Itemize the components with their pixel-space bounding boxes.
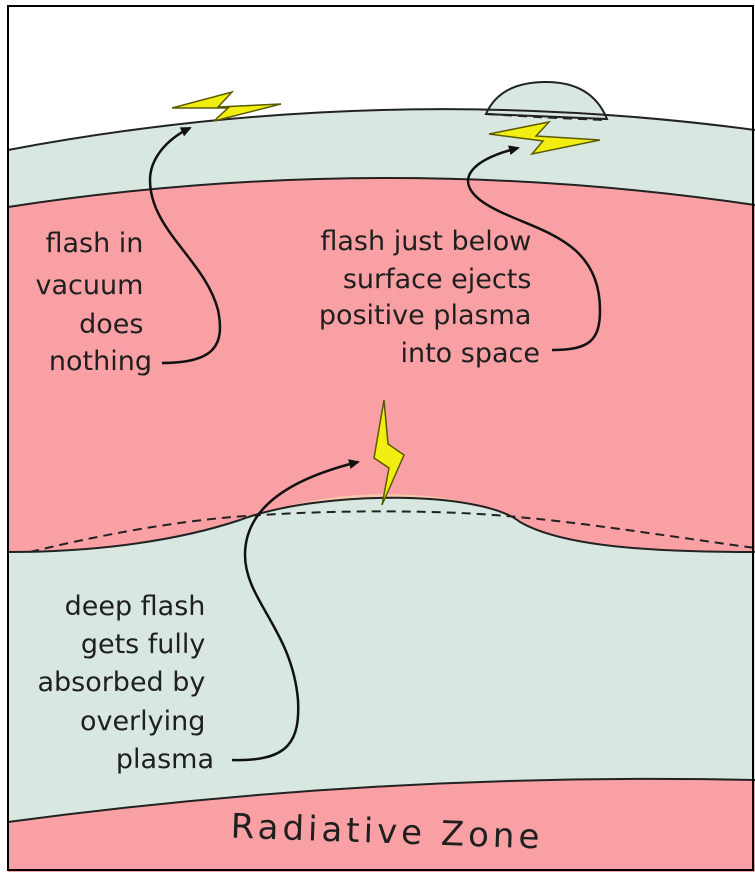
surface-line-1: flash just below <box>320 226 531 257</box>
deep-line-3: absorbed by <box>37 667 205 698</box>
surface-line-4: into space <box>400 338 540 369</box>
deep-line-2: gets fully <box>81 629 206 660</box>
vacuum-line-4: nothing <box>49 346 152 377</box>
vacuum-line-2: vacuum <box>36 270 144 301</box>
surface-line-2: surface ejects <box>343 264 532 295</box>
vacuum-line-3: does <box>79 309 143 340</box>
vacuum-line-1: flash in <box>45 228 143 259</box>
deep-line-4: overlying <box>80 706 205 737</box>
deep-line-1: deep flash <box>65 591 206 622</box>
surface-line-3: positive plasma <box>319 300 532 331</box>
deep-line-5: plasma <box>116 744 214 775</box>
